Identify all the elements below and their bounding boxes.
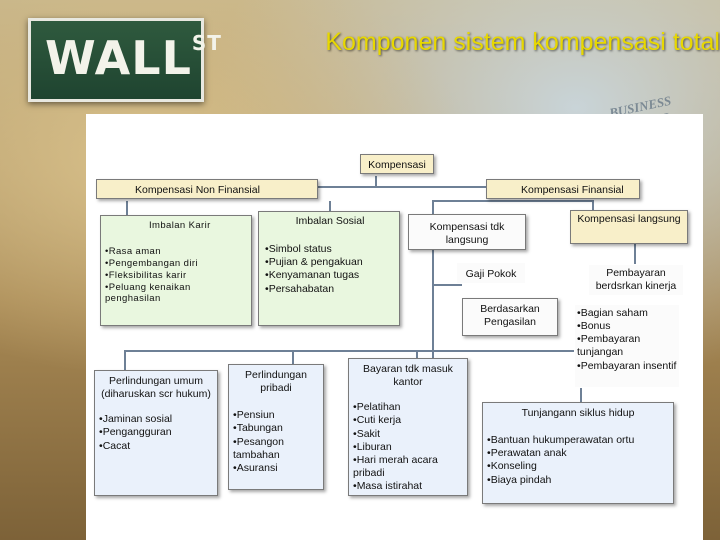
performance-item: Bonus bbox=[577, 320, 677, 333]
life-cycle-item: Konseling bbox=[487, 460, 669, 473]
direct-comp-node: Kompensasi langsung bbox=[570, 210, 688, 244]
public-protection-title: Perlindungan umum (diharuskan scr hukum) bbox=[101, 375, 211, 401]
time-off-item: Liburan bbox=[353, 441, 463, 454]
life-cycle-box: Tunjangann siklus hidup Bantuan hukumper… bbox=[482, 402, 674, 504]
social-title: Imbalan Sosial bbox=[295, 215, 365, 227]
private-protection-item: Pensiun bbox=[233, 409, 319, 422]
career-title: Imbalan Karir bbox=[149, 220, 211, 231]
performance-item: Pembayaran insentif bbox=[577, 360, 677, 373]
non-financial-node: Kompensasi Non Finansial bbox=[96, 179, 318, 199]
connector-public bbox=[124, 350, 126, 374]
career-item: Peluang kenaikan penghasilan bbox=[105, 282, 247, 306]
time-off-item: Masa istirahat bbox=[353, 480, 463, 493]
connector-base-pay bbox=[432, 284, 462, 286]
career-item: Rasa aman bbox=[105, 246, 247, 258]
life-cycle-title: Tunjangann siklus hidup bbox=[521, 407, 635, 419]
life-cycle-item: Bantuan hukumperawatan ortu bbox=[487, 434, 669, 447]
time-off-box: Bayaran tdk masuk kantor Pelatihan Cuti … bbox=[348, 358, 468, 496]
private-protection-list: Pensiun Tabungan Pesangon tambahan Asura… bbox=[233, 409, 319, 475]
private-protection-box: Perlindungan pribadi Pensiun Tabungan Pe… bbox=[228, 364, 324, 490]
public-protection-list: Jaminan sosial Pengangguran Cacat bbox=[99, 413, 213, 452]
sign-text: WALLST bbox=[45, 31, 222, 85]
performance-pay-label: Pembayaran berdsrkan kinerja bbox=[595, 267, 677, 293]
base-pay-node: Gaji Pokok bbox=[456, 262, 526, 284]
performance-items-box: Bagian saham Bonus Pembayaran tunjangan … bbox=[574, 304, 680, 388]
life-cycle-item: Perawatan anak bbox=[487, 447, 669, 460]
private-protection-item: Tabungan bbox=[233, 422, 319, 435]
career-item: Pengembangan diri bbox=[105, 258, 247, 270]
social-item: Kenyamanan tugas bbox=[265, 269, 395, 282]
performance-pay-node: Pembayaran berdsrkan kinerja bbox=[588, 264, 684, 296]
root-node: Kompensasi bbox=[360, 154, 434, 174]
sign-suffix: ST bbox=[191, 31, 222, 55]
time-off-item: Sakit bbox=[353, 428, 463, 441]
career-item: Fleksibilitas karir bbox=[105, 270, 247, 282]
income-based-node: Berdasarkan Pengasilan bbox=[462, 298, 558, 336]
performance-list: Bagian saham Bonus Pembayaran tunjangan … bbox=[577, 307, 677, 373]
indirect-comp-node: Kompensasi tdk langsung bbox=[408, 214, 526, 250]
root-label: Kompensasi bbox=[368, 159, 426, 171]
connector-fin-bar bbox=[432, 200, 592, 202]
time-off-title: Bayaran tdk masuk kantor bbox=[363, 363, 453, 389]
diagram-panel: Kompensasi Kompensasi Non Finansial Komp… bbox=[86, 114, 703, 540]
performance-item: Pembayaran tunjangan bbox=[577, 333, 677, 359]
private-protection-title: Perlindungan pribadi bbox=[245, 369, 307, 395]
career-list: Rasa aman Pengembangan diri Fleksibilita… bbox=[105, 246, 247, 305]
social-item: Simbol status bbox=[265, 243, 395, 256]
private-protection-item: Pesangon tambahan bbox=[233, 436, 319, 462]
connector-nonfin bbox=[126, 201, 128, 215]
public-protection-box: Perlindungan umum (diharuskan scr hukum)… bbox=[94, 370, 218, 496]
base-pay-label: Gaji Pokok bbox=[465, 268, 517, 280]
non-financial-label: Kompensasi Non Finansial bbox=[135, 184, 260, 196]
time-off-item: Cuti kerja bbox=[353, 414, 463, 427]
connector-performance bbox=[634, 244, 636, 266]
connector-private bbox=[292, 350, 294, 368]
public-protection-item: Pengangguran bbox=[99, 426, 213, 439]
connector-direct bbox=[592, 200, 594, 212]
life-cycle-list: Bantuan hukumperawatan ortu Perawatan an… bbox=[487, 434, 669, 487]
connector-timeoff bbox=[416, 350, 418, 358]
time-off-list: Pelatihan Cuti kerja Sakit Liburan Hari … bbox=[353, 401, 463, 493]
time-off-item: Hari merah acara pribadi bbox=[353, 454, 463, 480]
time-off-item: Pelatihan bbox=[353, 401, 463, 414]
social-item: Persahabatan bbox=[265, 283, 395, 296]
career-rewards-box: Imbalan Karir Rasa aman Pengembangan dir… bbox=[100, 215, 252, 326]
connector-root-bar bbox=[306, 186, 626, 188]
connector-fin-trunk bbox=[432, 200, 434, 410]
financial-label: Kompensasi Finansial bbox=[521, 184, 624, 196]
social-rewards-box: Imbalan Sosial Simbol status Pujian & pe… bbox=[258, 211, 400, 326]
public-protection-item: Jaminan sosial bbox=[99, 413, 213, 426]
connector-root bbox=[375, 176, 377, 186]
life-cycle-item: Biaya pindah bbox=[487, 474, 669, 487]
income-based-label: Berdasarkan Pengasilan bbox=[480, 303, 540, 329]
indirect-comp-label: Kompensasi tdk langsung bbox=[429, 221, 505, 247]
connector-lower-bar bbox=[124, 350, 582, 352]
wall-street-sign: WALLST bbox=[28, 18, 221, 102]
connector-social bbox=[329, 201, 331, 211]
direct-comp-label: Kompensasi langsung bbox=[577, 213, 681, 225]
social-list: Simbol status Pujian & pengakuan Kenyama… bbox=[265, 243, 395, 296]
slide-title: Komponen sistem kompensasi total bbox=[325, 28, 720, 56]
public-protection-item: Cacat bbox=[99, 440, 213, 453]
financial-node: Kompensasi Finansial bbox=[486, 179, 640, 199]
private-protection-item: Asuransi bbox=[233, 462, 319, 475]
social-item: Pujian & pengakuan bbox=[265, 256, 395, 269]
performance-item: Bagian saham bbox=[577, 307, 677, 320]
